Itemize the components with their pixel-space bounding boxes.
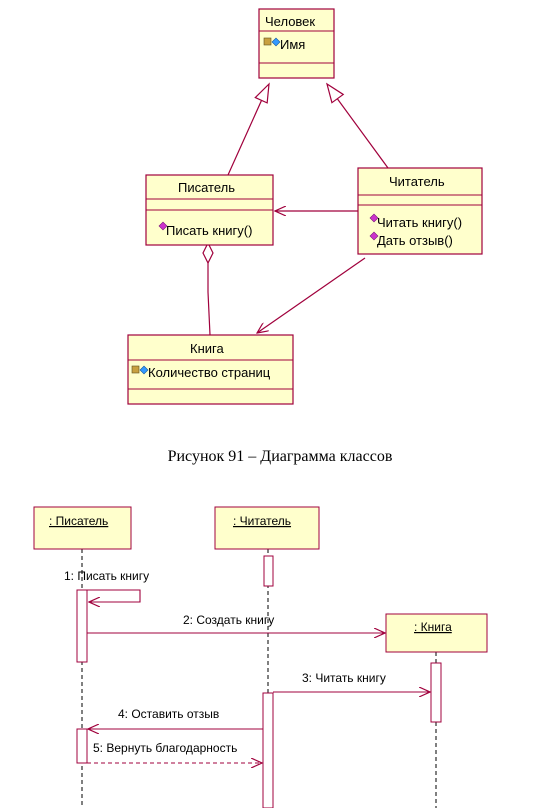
message-5-label: 5: Вернуть благодарность <box>93 741 237 755</box>
attribute-icon <box>263 37 281 47</box>
class-reader-op-review: Дать отзыв() <box>377 233 453 248</box>
message-1-self <box>87 589 141 602</box>
class-book-attr-pages: Количество страниц <box>148 365 271 380</box>
operation-icon <box>158 221 168 231</box>
class-reader-name: Читатель <box>389 174 445 189</box>
attribute-icon <box>131 365 149 375</box>
object-reader-label: : Читатель <box>233 514 291 528</box>
activation-reader-2 <box>262 692 274 808</box>
message-4-label: 4: Оставить отзыв <box>118 707 219 721</box>
figure-caption: Рисунок 91 – Диаграмма классов <box>167 448 393 465</box>
activation-writer-1 <box>76 589 88 663</box>
association-reader-book <box>257 257 366 333</box>
class-writer-name: Писатель <box>178 180 235 195</box>
class-reader-op-read: Читать книгу() <box>377 215 462 230</box>
message-2-label: 2: Создать книгу <box>183 613 274 627</box>
object-writer[interactable]: : Писатель <box>33 506 132 550</box>
aggregation-writer-book <box>202 241 214 336</box>
class-writer-op-write: Писать книгу() <box>166 223 252 238</box>
operation-icon <box>369 231 379 241</box>
class-writer[interactable]: Писатель Писать книгу() <box>145 174 274 246</box>
class-book-name: Книга <box>190 341 224 356</box>
object-book[interactable]: : Книга <box>385 613 488 653</box>
object-writer-label: : Писатель <box>49 514 108 528</box>
object-book-label: : Книга <box>414 620 452 634</box>
object-reader[interactable]: : Читатель <box>214 506 320 550</box>
generalization-reader-person <box>326 82 389 169</box>
class-person[interactable]: Человек Имя <box>258 8 335 79</box>
message-3-label: 3: Читать книгу <box>302 671 386 685</box>
class-book[interactable]: Книга Количество страниц <box>127 334 294 405</box>
operation-icon <box>369 213 379 223</box>
message-1-label: 1: Писать книгу <box>64 569 149 583</box>
class-reader[interactable]: Читатель Читать книгу() Дать отзыв() <box>357 167 483 255</box>
activation-writer-2 <box>76 728 88 764</box>
activation-book-1 <box>430 662 442 723</box>
activation-reader-1 <box>263 555 274 587</box>
generalization-writer-person <box>227 82 270 176</box>
class-person-name: Человек <box>265 14 315 29</box>
class-person-attr-name: Имя <box>280 37 305 52</box>
